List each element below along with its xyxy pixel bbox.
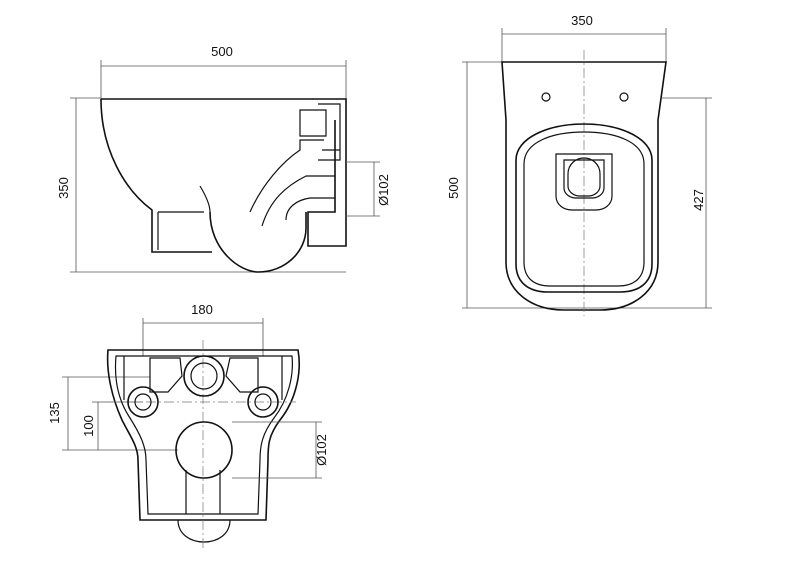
top-width-label: 350 — [571, 13, 593, 28]
back-pipe-label: Ø102 — [314, 434, 329, 466]
side-bowl-outline — [100, 98, 347, 253]
right-fixing-hole-inner — [254, 393, 272, 411]
back-spacing-label: 180 — [191, 302, 213, 317]
side-view: 500 350 Ø102 — [56, 44, 391, 273]
left-fixing-hole-inner — [134, 393, 152, 411]
fixing-hole-right — [619, 92, 629, 102]
inlet-hole-inner — [190, 362, 218, 390]
top-seat-outline — [501, 61, 667, 311]
top-length-label: 500 — [446, 177, 461, 199]
side-pipe-label: Ø102 — [376, 174, 391, 206]
left-fixing-hole-outer — [127, 386, 159, 418]
back-height-small-label: 100 — [81, 415, 96, 437]
inlet-hole-outer — [183, 355, 225, 397]
side-height-label: 350 — [56, 177, 71, 199]
side-width-label: 500 — [211, 44, 233, 59]
top-depth-label: 427 — [691, 189, 706, 211]
side-trap-outline — [209, 211, 307, 273]
back-view: 180 135 100 Ø102 — [47, 302, 329, 548]
right-fixing-hole-outer — [247, 386, 279, 418]
top-view: 350 500 427 — [446, 13, 712, 316]
fixing-hole-left — [541, 92, 551, 102]
outlet-hole — [175, 421, 233, 479]
back-height-label: 135 — [47, 402, 62, 424]
top-rim-outline — [515, 123, 653, 293]
back-body-outline — [106, 349, 300, 521]
